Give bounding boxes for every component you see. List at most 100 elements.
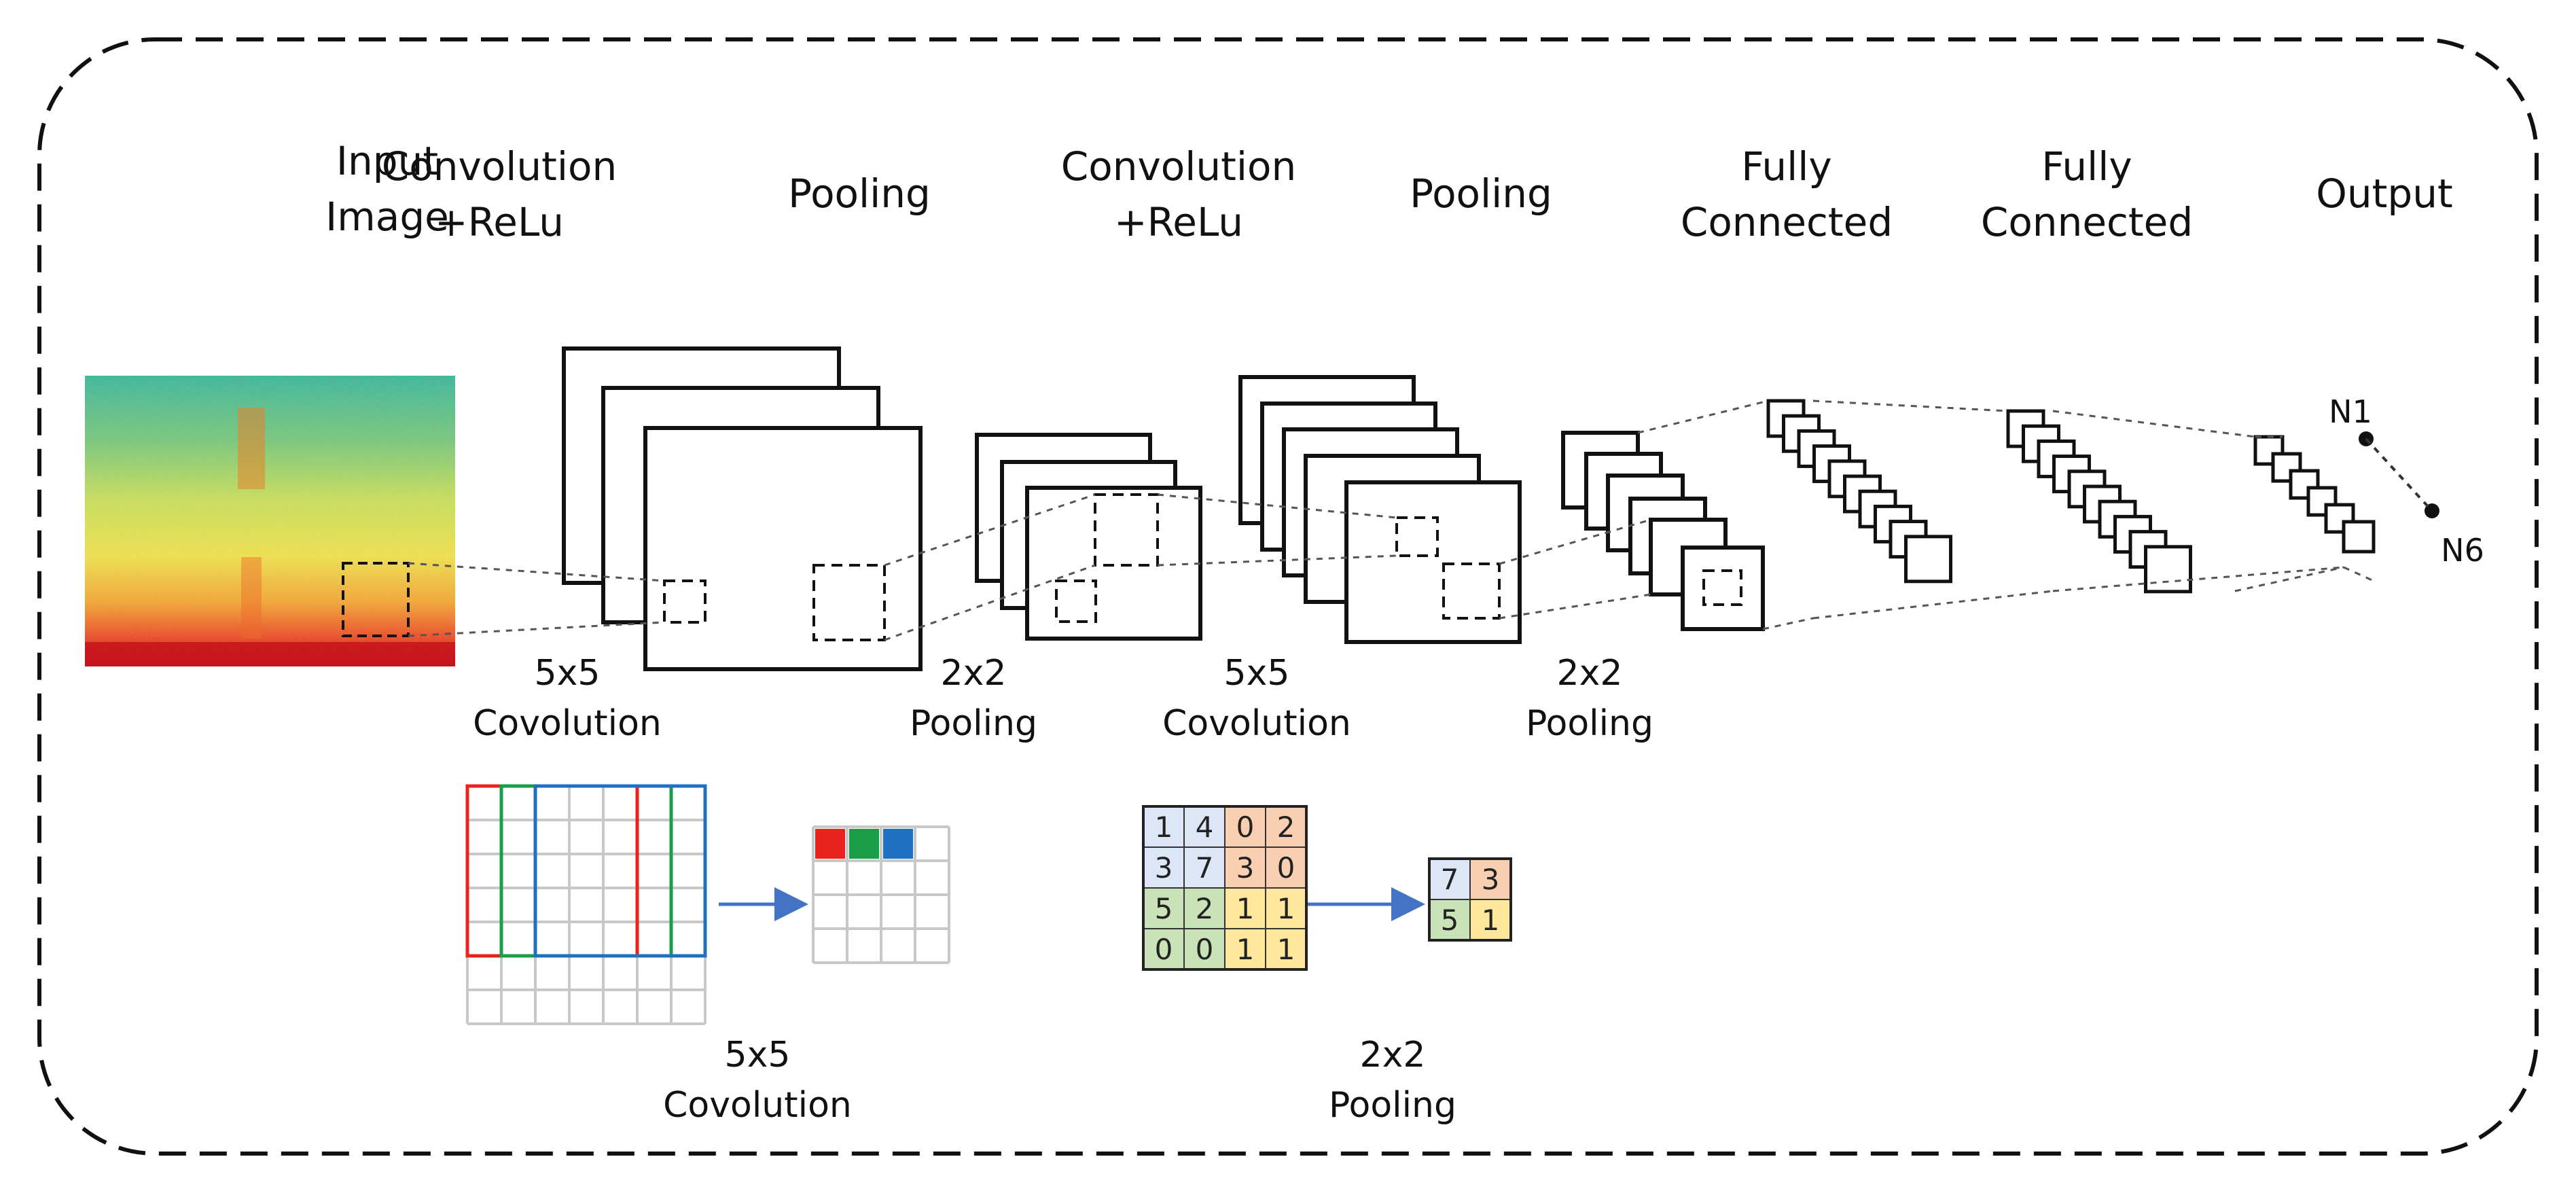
pool-output-border: [1428, 857, 1512, 942]
conv1-op-name: Covolution: [473, 703, 662, 744]
pool-input-border: [1142, 805, 1308, 971]
input-title-line1: Input: [336, 138, 439, 184]
pool2-window: [1702, 569, 1742, 606]
conv2-feature-maps-map: [1344, 480, 1522, 644]
connection-line: [2052, 566, 2344, 592]
conv2-title: Convolution +ReLu: [1009, 139, 1348, 250]
conv-example-name: Covolution: [663, 1085, 852, 1126]
conv-output-cell-1: [849, 829, 879, 859]
conv-example-kernel: 5x5: [724, 1035, 791, 1075]
pool2-title: Pooling: [1410, 171, 1552, 217]
connection-line: [408, 562, 665, 582]
pool2-feature-maps-map: [1681, 546, 1765, 631]
pool-input-value: 0: [1196, 933, 1214, 966]
conv2-large-window: [1442, 563, 1501, 620]
pool-output-value: 1: [1482, 904, 1500, 937]
pool-input-value: 1: [1277, 933, 1295, 966]
output-node-first-label: N1: [2329, 393, 2372, 430]
fc2-units-unit: [2144, 545, 2192, 594]
connection-line: [1637, 399, 1769, 434]
connection-line: [1812, 399, 2009, 412]
connection-line: [408, 621, 665, 637]
conv-example-output-grid: [812, 825, 950, 964]
conv1-op-label: 5x5 Covolution: [431, 648, 703, 749]
connection-line: [1157, 554, 1397, 567]
connection-line: [2052, 410, 2256, 438]
pool2-op-label: 2x2 Pooling: [1454, 648, 1725, 749]
pool-input-value: 0: [1155, 933, 1173, 966]
pool-input-value: 4: [1196, 810, 1214, 844]
conv-window-green: [499, 784, 673, 958]
conv1-large-window: [812, 564, 886, 641]
conv1-op-kernel: 5x5: [534, 653, 601, 694]
pool1-feature-maps: [975, 433, 1202, 641]
pool-input-value: 2: [1196, 892, 1214, 925]
pool-input-value: 7: [1196, 851, 1214, 885]
conv2-op-kernel: 5x5: [1223, 653, 1290, 694]
pool1-op-size: 2x2: [940, 653, 1007, 694]
pool-output-value: 5: [1441, 904, 1459, 937]
pool-input-cell: [1224, 846, 1266, 889]
pool-input-cell: [1224, 806, 1266, 848]
conv-output-cell-0: [815, 829, 845, 859]
conv2-feature-maps: [1238, 375, 1522, 644]
pool1-op-name: Pooling: [910, 703, 1037, 744]
output-node-n6: [2425, 503, 2439, 518]
pool-input-cell: [1265, 928, 1307, 970]
conv2-op-name: Covolution: [1162, 703, 1351, 744]
fc2-units: [2006, 409, 2192, 594]
pool-input-cell: [1265, 846, 1307, 889]
pool-input-value: 1: [1236, 933, 1255, 966]
connection-line: [1812, 590, 2054, 620]
fc1-units-unit: [1904, 535, 1952, 584]
output-node-last-label: N6: [2441, 532, 2484, 569]
fc1-title: Fully Connected: [1651, 139, 1922, 250]
conv1-activation: +ReLu: [434, 199, 565, 245]
pool1-feature-maps-map: [1025, 486, 1202, 641]
conv1-small-window: [663, 579, 706, 624]
spectrogram-band-2: [241, 557, 262, 639]
output-node-dots: [2365, 438, 2433, 512]
connection-line: [884, 564, 1096, 641]
pool-example-size: 2x2: [1359, 1035, 1426, 1075]
conv1-feature-maps: [562, 346, 923, 671]
input-spectrogram-image: [85, 376, 455, 666]
fc2-title-line2: Connected: [1980, 199, 2194, 245]
conv-window-red: [465, 784, 639, 958]
pool2-op-size: 2x2: [1556, 653, 1623, 694]
fc1-units: [1766, 399, 1952, 584]
conv-window-blue: [533, 784, 707, 958]
pool-input-cell: [1143, 846, 1185, 889]
conv2-activation: +ReLu: [1113, 199, 1244, 245]
spectrogram-band-1: [238, 408, 265, 489]
pool-input-value: 1: [1236, 892, 1255, 925]
pool-input-cell: [1265, 887, 1307, 929]
connection-line: [884, 493, 1096, 567]
connection-line: [1762, 617, 1814, 630]
connection-line: [2343, 566, 2374, 582]
pool-input-value: 0: [1277, 851, 1295, 885]
input-title-line2: Image: [325, 194, 449, 240]
conv-example-caption: 5x5 Covolution: [622, 1030, 893, 1130]
connection-line: [1499, 518, 1651, 565]
spectrogram-base-band: [85, 642, 455, 666]
output-node-markers: [2359, 431, 2439, 518]
conv-output-cell-2: [883, 829, 913, 859]
input-receptive-window: [342, 562, 410, 637]
fc2-title: Fully Connected: [1951, 139, 2223, 250]
pool-input-value: 3: [1236, 851, 1255, 885]
input-title: Input Image: [217, 133, 557, 245]
fc2-title-line1: Fully: [2041, 143, 2132, 190]
pool-input-cell: [1183, 887, 1226, 929]
conv1-title: Convolution +ReLu: [329, 139, 669, 250]
pool-example-name: Pooling: [1329, 1085, 1456, 1126]
pool-output-value: 7: [1441, 863, 1459, 896]
pool1-small-window: [1055, 579, 1097, 623]
pool-input-value: 1: [1277, 892, 1295, 925]
connection-line: [1157, 493, 1397, 519]
connection-line: [1499, 593, 1651, 620]
output-units-unit: [2342, 520, 2376, 554]
conv2-op-label: 5x5 Covolution: [1121, 648, 1393, 749]
